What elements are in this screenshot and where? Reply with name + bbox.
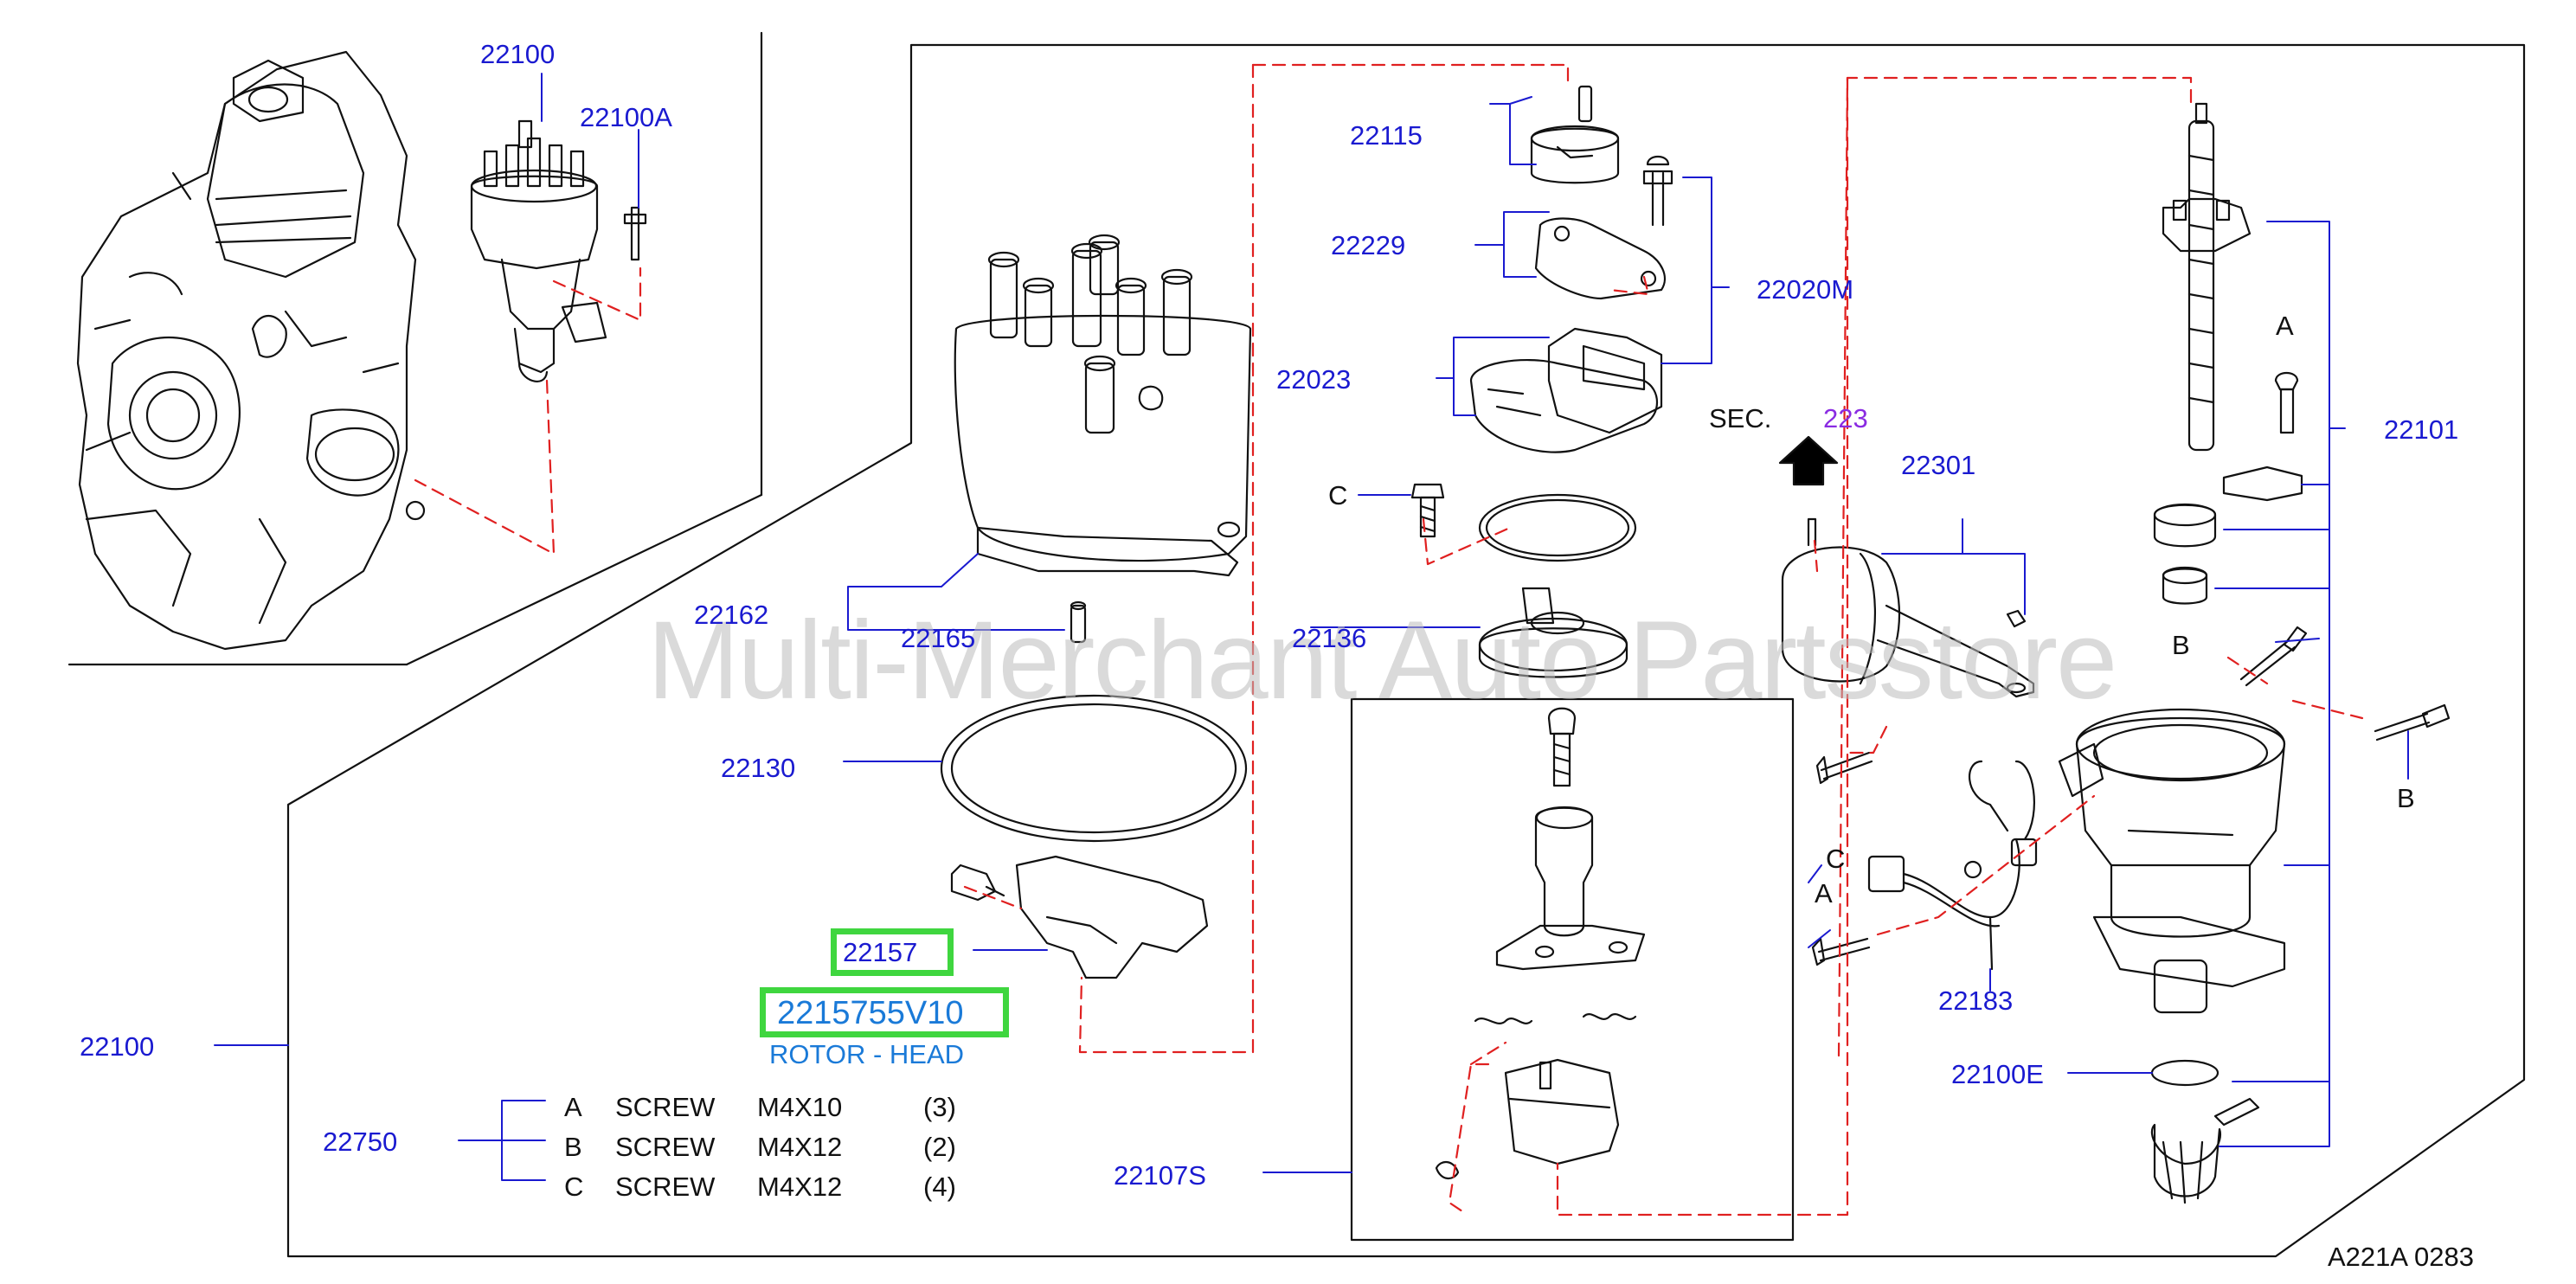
screw-qty: (4) <box>923 1172 956 1202</box>
part-label-22229[interactable]: 22229 <box>1331 230 1406 260</box>
part-label-22183[interactable]: 22183 <box>1938 985 2014 1016</box>
screw-letter-b-right: B <box>2397 783 2415 813</box>
screw-qty: (2) <box>923 1132 956 1162</box>
screw-letter: A <box>564 1092 582 1122</box>
screw-letter-a-top: A <box>2276 311 2294 341</box>
oring-22130 <box>940 694 1248 843</box>
part-label-22136[interactable]: 22136 <box>1292 623 1367 653</box>
screw-qty: (3) <box>923 1092 956 1122</box>
vacuum-controller-drawing <box>1781 517 2035 698</box>
part-label-22023[interactable]: 22023 <box>1276 364 1352 395</box>
leader-lines <box>214 73 2409 1181</box>
part-label-22100-top[interactable]: 22100 <box>480 39 556 69</box>
highlight-box-22157 <box>831 928 954 976</box>
part-label-22115[interactable]: 22115 <box>1350 120 1423 151</box>
part-label-22100-left[interactable]: 22100 <box>80 1031 155 1062</box>
rotor-head-drawing <box>950 855 1209 979</box>
section-ref-label: SEC. <box>1709 403 1772 433</box>
shaft-assembly-drawing <box>1350 697 1795 1242</box>
main-frame <box>286 43 2526 1258</box>
part-22023-drawing <box>1469 327 1663 453</box>
diagram-code: A221A 0283 <box>2328 1242 2474 1272</box>
screw-letter-b-mid: B <box>2172 630 2190 660</box>
distributor-cap <box>954 234 1252 577</box>
sec-arrow <box>1778 435 1839 486</box>
inset-distributor <box>470 119 647 382</box>
part-label-22165[interactable]: 22165 <box>901 623 976 653</box>
part-22115-drawing <box>1530 85 1620 184</box>
part-label-22100A[interactable]: 22100A <box>580 102 672 132</box>
engine-inset <box>67 31 763 666</box>
part-label-22301[interactable]: 22301 <box>1901 450 1976 480</box>
part-name-link[interactable]: ROTOR - HEAD <box>769 1039 965 1069</box>
part-label-22162[interactable]: 22162 <box>694 600 769 630</box>
screw-size: M4X12 <box>757 1172 843 1202</box>
part-22229-drawing <box>1534 155 1673 300</box>
screw-type: SCREW <box>615 1132 716 1162</box>
screw-letter: C <box>564 1172 584 1202</box>
screw-letter-c-mid: C <box>1328 480 1348 510</box>
right-small-parts <box>2150 371 2451 1204</box>
screw-type: SCREW <box>615 1172 716 1202</box>
highlight-box-part-number <box>760 987 1009 1037</box>
part-label-22101[interactable]: 22101 <box>2384 414 2459 445</box>
screw-size: M4X10 <box>757 1092 843 1122</box>
screw-letter-a-lower: A <box>1815 878 1833 908</box>
part-label-22107S[interactable]: 22107S <box>1114 1160 1206 1191</box>
harness-drawing <box>1867 760 2038 971</box>
drive-shaft-drawing <box>2162 102 2252 452</box>
part-label-22130[interactable]: 22130 <box>721 753 796 783</box>
screws-lower <box>1811 751 1873 966</box>
screw-c-drawing <box>1410 483 1445 538</box>
dashed-leaders <box>414 63 2364 1217</box>
screw-letter: B <box>564 1132 582 1162</box>
carbon-point <box>1070 600 1087 644</box>
part-22136-drawing <box>1478 493 1637 678</box>
part-label-22157[interactable]: 22157 <box>843 937 918 967</box>
screw-letter-c-lower: C <box>1826 844 1846 874</box>
part-number-link[interactable]: 2215755V10 <box>777 995 964 1031</box>
screw-size: M4X12 <box>757 1132 843 1162</box>
part-label-22020M[interactable]: 22020M <box>1757 274 1854 305</box>
section-ref-number[interactable]: 223 <box>1823 403 1868 433</box>
part-label-22750[interactable]: 22750 <box>323 1127 398 1157</box>
screw-type: SCREW <box>615 1092 716 1122</box>
housing-drawing <box>2058 708 2286 1014</box>
watermark: Multi-Merchant Auto Partsstore <box>647 599 2117 722</box>
part-label-22100E[interactable]: 22100E <box>1951 1059 2044 1089</box>
